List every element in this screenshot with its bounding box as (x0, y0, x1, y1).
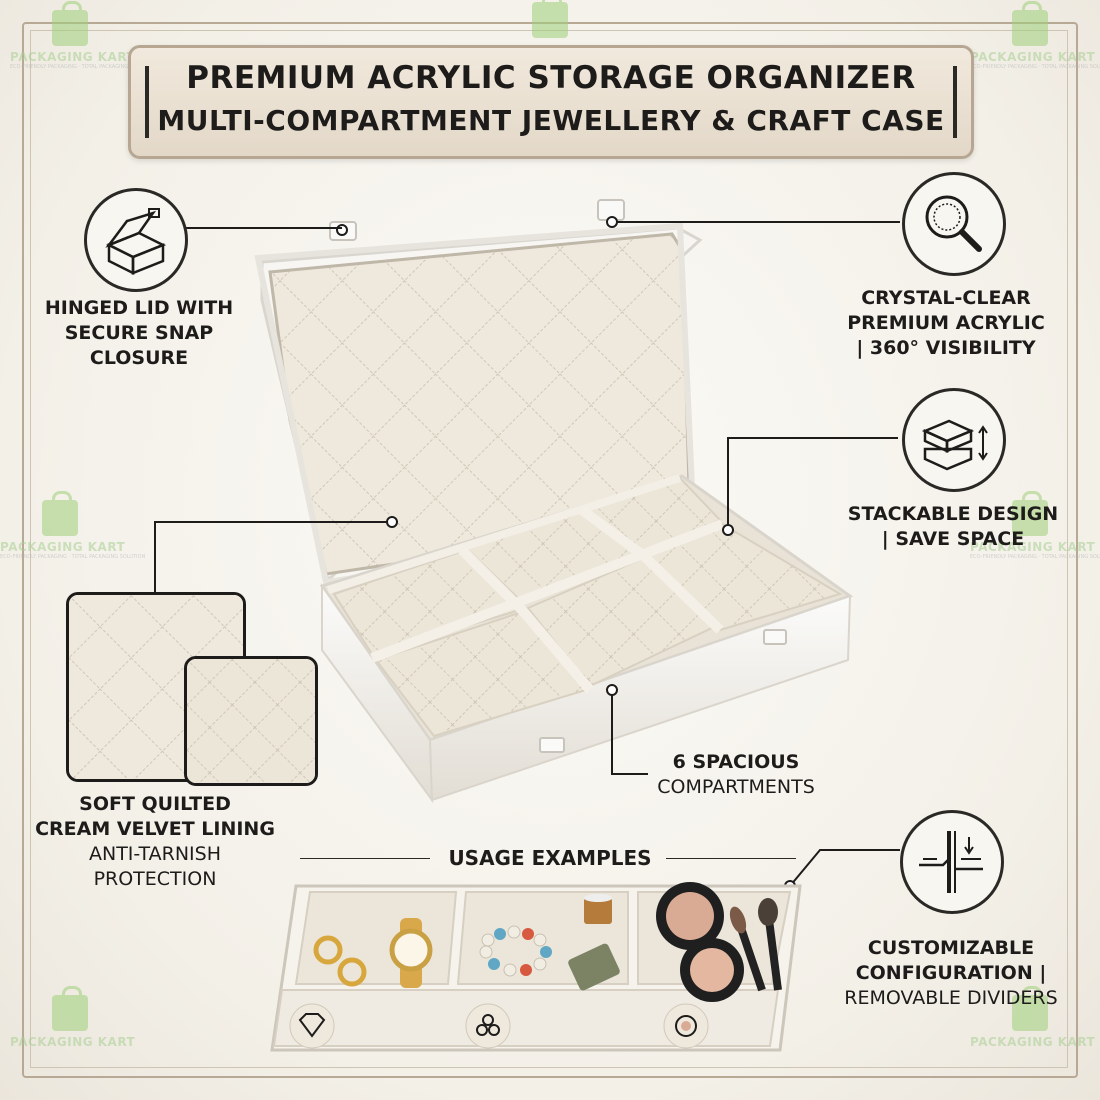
callout-dots (336, 216, 796, 892)
feature-crystal-clear: CRYSTAL-CLEAR PREMIUM ACRYLIC | 360° VIS… (834, 286, 1058, 361)
watermark: PACKAGING KART (970, 986, 1096, 1049)
feature-lining-sub-1: ANTI-TARNISH (88, 843, 222, 865)
feature-hinged-line-3: CLOSURE (89, 347, 189, 369)
watermark: PACKAGING KART (10, 986, 136, 1049)
watermark-tagline: ECO-FRIENDLY PACKAGING · TOTAL PACKAGING… (970, 554, 1100, 560)
watermark-brand: PACKAGING KART (970, 50, 1096, 64)
feature-compartments: 6 SPACIOUS COMPARTMENTS (636, 750, 836, 800)
feature-lining-sub-2: PROTECTION (93, 868, 217, 890)
bag-logo-icon (52, 986, 88, 1031)
watermark-brand: PACKAGING KART (970, 1035, 1096, 1049)
diamond-icon (289, 1003, 335, 1049)
usage-tray (270, 882, 802, 1052)
feature-stack-line-2: | SAVE SPACE (881, 528, 1025, 550)
title-line-1: PREMIUM ACRYLIC STORAGE ORGANIZER (186, 60, 916, 96)
bag-logo-icon (1012, 986, 1048, 1031)
watermark-tagline: ECO-FRIENDLY PACKAGING · TOTAL PACKAGING… (970, 64, 1100, 70)
brush-item (736, 923, 766, 992)
watch-face (389, 928, 433, 972)
bag-logo-icon (1012, 1, 1048, 46)
usage-examples-label: USAGE EXAMPLES (448, 846, 652, 870)
title-plaque: PREMIUM ACRYLIC STORAGE ORGANIZER MULTI-… (128, 45, 974, 159)
thread-spool (584, 898, 612, 924)
watermark: PACKAGING KART ECO-FRIENDLY PACKAGING · … (0, 491, 146, 560)
earring-item (313, 935, 343, 965)
bag-logo-icon (532, 0, 568, 38)
watermark (490, 0, 610, 38)
feature-hinged-line-1: HINGED LID WITH (44, 297, 234, 319)
watermark: PACKAGING KART ECO-FRIENDLY PACKAGING · … (970, 1, 1100, 70)
feature-clear-line-3: | 360° VISIBILITY (856, 337, 1036, 359)
feature-customizable: CUSTOMIZABLE CONFIGURATION | REMOVABLE D… (836, 936, 1066, 1011)
title-bar-left (145, 66, 149, 138)
feature-lining-line-2: CREAM VELVET LINING (35, 818, 275, 840)
watermark-tagline: ECO-FRIENDLY PACKAGING · TOTAL PACKAGING… (10, 64, 156, 70)
lid (254, 199, 703, 586)
bag-logo-icon (1012, 491, 1048, 536)
stacked-boxes-icon (902, 388, 1006, 492)
feature-hinged-line-2: SECURE SNAP (64, 322, 214, 344)
usage-rule-right (666, 858, 796, 859)
bag-logo-icon (42, 491, 78, 536)
watermark-brand: PACKAGING KART (970, 540, 1096, 554)
watermark-brand: PACKAGING KART (10, 50, 136, 64)
feature-clear-line-1: CRYSTAL-CLEAR (861, 287, 1031, 309)
feature-compartments-line-1: 6 SPACIOUS (672, 751, 800, 773)
callout-lines (154, 221, 900, 887)
feature-custom-sub-1: REMOVABLE DIVIDERS (844, 987, 1058, 1009)
feature-clear-line-2: PREMIUM ACRYLIC (847, 312, 1045, 334)
thread-spool (568, 943, 620, 991)
usage-rule-left (300, 858, 430, 859)
magnifier-icon (902, 172, 1006, 276)
divider-adjust-icon (900, 810, 1004, 914)
open-box-icon (84, 188, 188, 292)
feature-custom-line-2: CONFIGURATION | (855, 962, 1047, 984)
feature-lining-line-1: SOFT QUILTED (79, 793, 231, 815)
watermark-brand: PACKAGING KART (10, 1035, 136, 1049)
watermark-tagline: ECO-FRIENDLY PACKAGING · TOTAL PACKAGING… (0, 554, 146, 560)
title-bar-right (953, 66, 957, 138)
watermark-brand: PACKAGING KART (0, 540, 126, 554)
watermark: PACKAGING KART ECO-FRIENDLY PACKAGING · … (970, 491, 1100, 560)
bead-bracelet (479, 925, 552, 977)
feature-custom-line-1: CUSTOMIZABLE (867, 937, 1035, 959)
lining-zoom-small (184, 656, 318, 786)
title-line-2: MULTI-COMPARTMENT JEWELLERY & CRAFT CASE (157, 104, 945, 137)
bag-logo-icon (52, 1, 88, 46)
feature-stack-line-1: STACKABLE DESIGN (847, 503, 1059, 525)
feature-stackable: STACKABLE DESIGN | SAVE SPACE (840, 502, 1066, 552)
earring-item (337, 957, 367, 987)
watermark: PACKAGING KART ECO-FRIENDLY PACKAGING · … (10, 1, 156, 70)
feature-compartments-line-2: COMPARTMENTS (657, 776, 815, 798)
base-box (319, 474, 854, 804)
feature-lining: SOFT QUILTED CREAM VELVET LINING ANTI-TA… (30, 792, 280, 892)
feature-hinged-lid: HINGED LID WITH SECURE SNAP CLOSURE (36, 296, 242, 371)
